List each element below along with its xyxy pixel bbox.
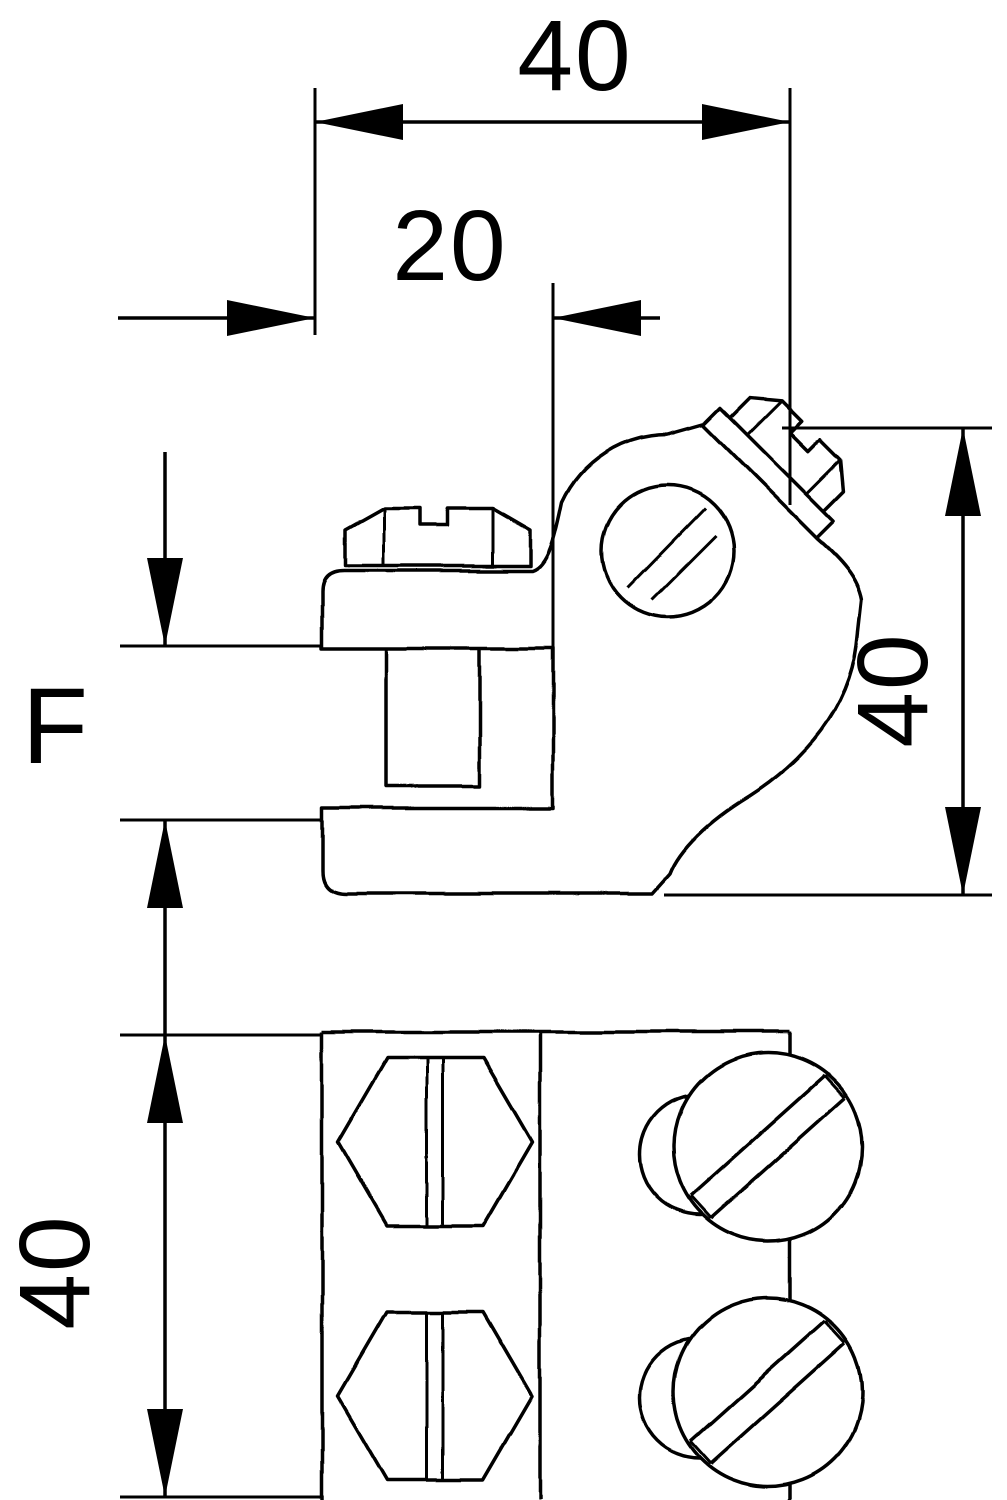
hex-nut bbox=[336, 1310, 534, 1482]
screw-washer bbox=[702, 405, 836, 539]
screw-slot-cap bbox=[823, 1074, 847, 1100]
dim-side-height-wrap: 40 bbox=[836, 570, 949, 810]
screw-head-round bbox=[672, 1051, 864, 1243]
dim-arrow-up bbox=[945, 428, 981, 516]
clamp-body-outline bbox=[320, 422, 864, 895]
dim-arrow-right bbox=[702, 104, 790, 140]
side-view bbox=[320, 395, 864, 895]
bottom-view bbox=[320, 1030, 864, 1500]
dimension-lines bbox=[118, 88, 992, 1499]
dim-inner-20 bbox=[118, 283, 660, 648]
hole-chamfer-line bbox=[626, 506, 708, 590]
dim-top-width-label: 40 bbox=[517, 0, 633, 112]
dim-side-height-label: 40 bbox=[836, 632, 949, 748]
screw-head bbox=[729, 395, 846, 512]
hex-facet-line bbox=[805, 458, 842, 495]
tilted-screw bbox=[702, 395, 846, 539]
screw-slot bbox=[709, 1096, 847, 1220]
dim-arrow-up bbox=[147, 1035, 183, 1123]
screw-slot-cap bbox=[689, 1439, 713, 1465]
screw-slot bbox=[709, 1341, 847, 1465]
dim-bottom-40 bbox=[120, 1033, 322, 1499]
dim-arrow-left bbox=[315, 104, 403, 140]
dim-inner-width-label: 20 bbox=[392, 190, 508, 302]
screw-head-round bbox=[672, 1296, 864, 1488]
dim-bottom-height-label: 40 bbox=[0, 1214, 111, 1330]
dim-arrow-down bbox=[147, 1409, 183, 1497]
conductor-hole bbox=[600, 483, 736, 619]
screw-slot bbox=[689, 1074, 827, 1198]
dim-bottom-height-wrap: 40 bbox=[0, 1152, 111, 1392]
dim-right-40 bbox=[664, 426, 992, 897]
hole-chamfer-line bbox=[650, 534, 718, 602]
clamp-range-label: F bbox=[22, 665, 88, 786]
dim-arrow-left bbox=[553, 300, 641, 336]
dim-f bbox=[120, 452, 322, 1034]
screw-slot-cap bbox=[689, 1194, 713, 1220]
hex-nut bbox=[336, 1056, 534, 1228]
round-screw-head bbox=[638, 1051, 864, 1243]
round-screw-head bbox=[638, 1296, 864, 1488]
dim-top-40 bbox=[313, 88, 792, 505]
clamp-screw-hex-head bbox=[343, 506, 532, 568]
dim-arrow-down bbox=[147, 558, 183, 646]
clamp-screw-shank bbox=[384, 648, 482, 788]
hex-facet-line bbox=[746, 399, 783, 436]
dim-arrow-right bbox=[227, 300, 315, 336]
dim-arrow-up bbox=[147, 820, 183, 908]
screw-slot bbox=[689, 1319, 827, 1443]
dim-arrow-down bbox=[945, 807, 981, 895]
screw-slot-cap bbox=[823, 1319, 847, 1345]
